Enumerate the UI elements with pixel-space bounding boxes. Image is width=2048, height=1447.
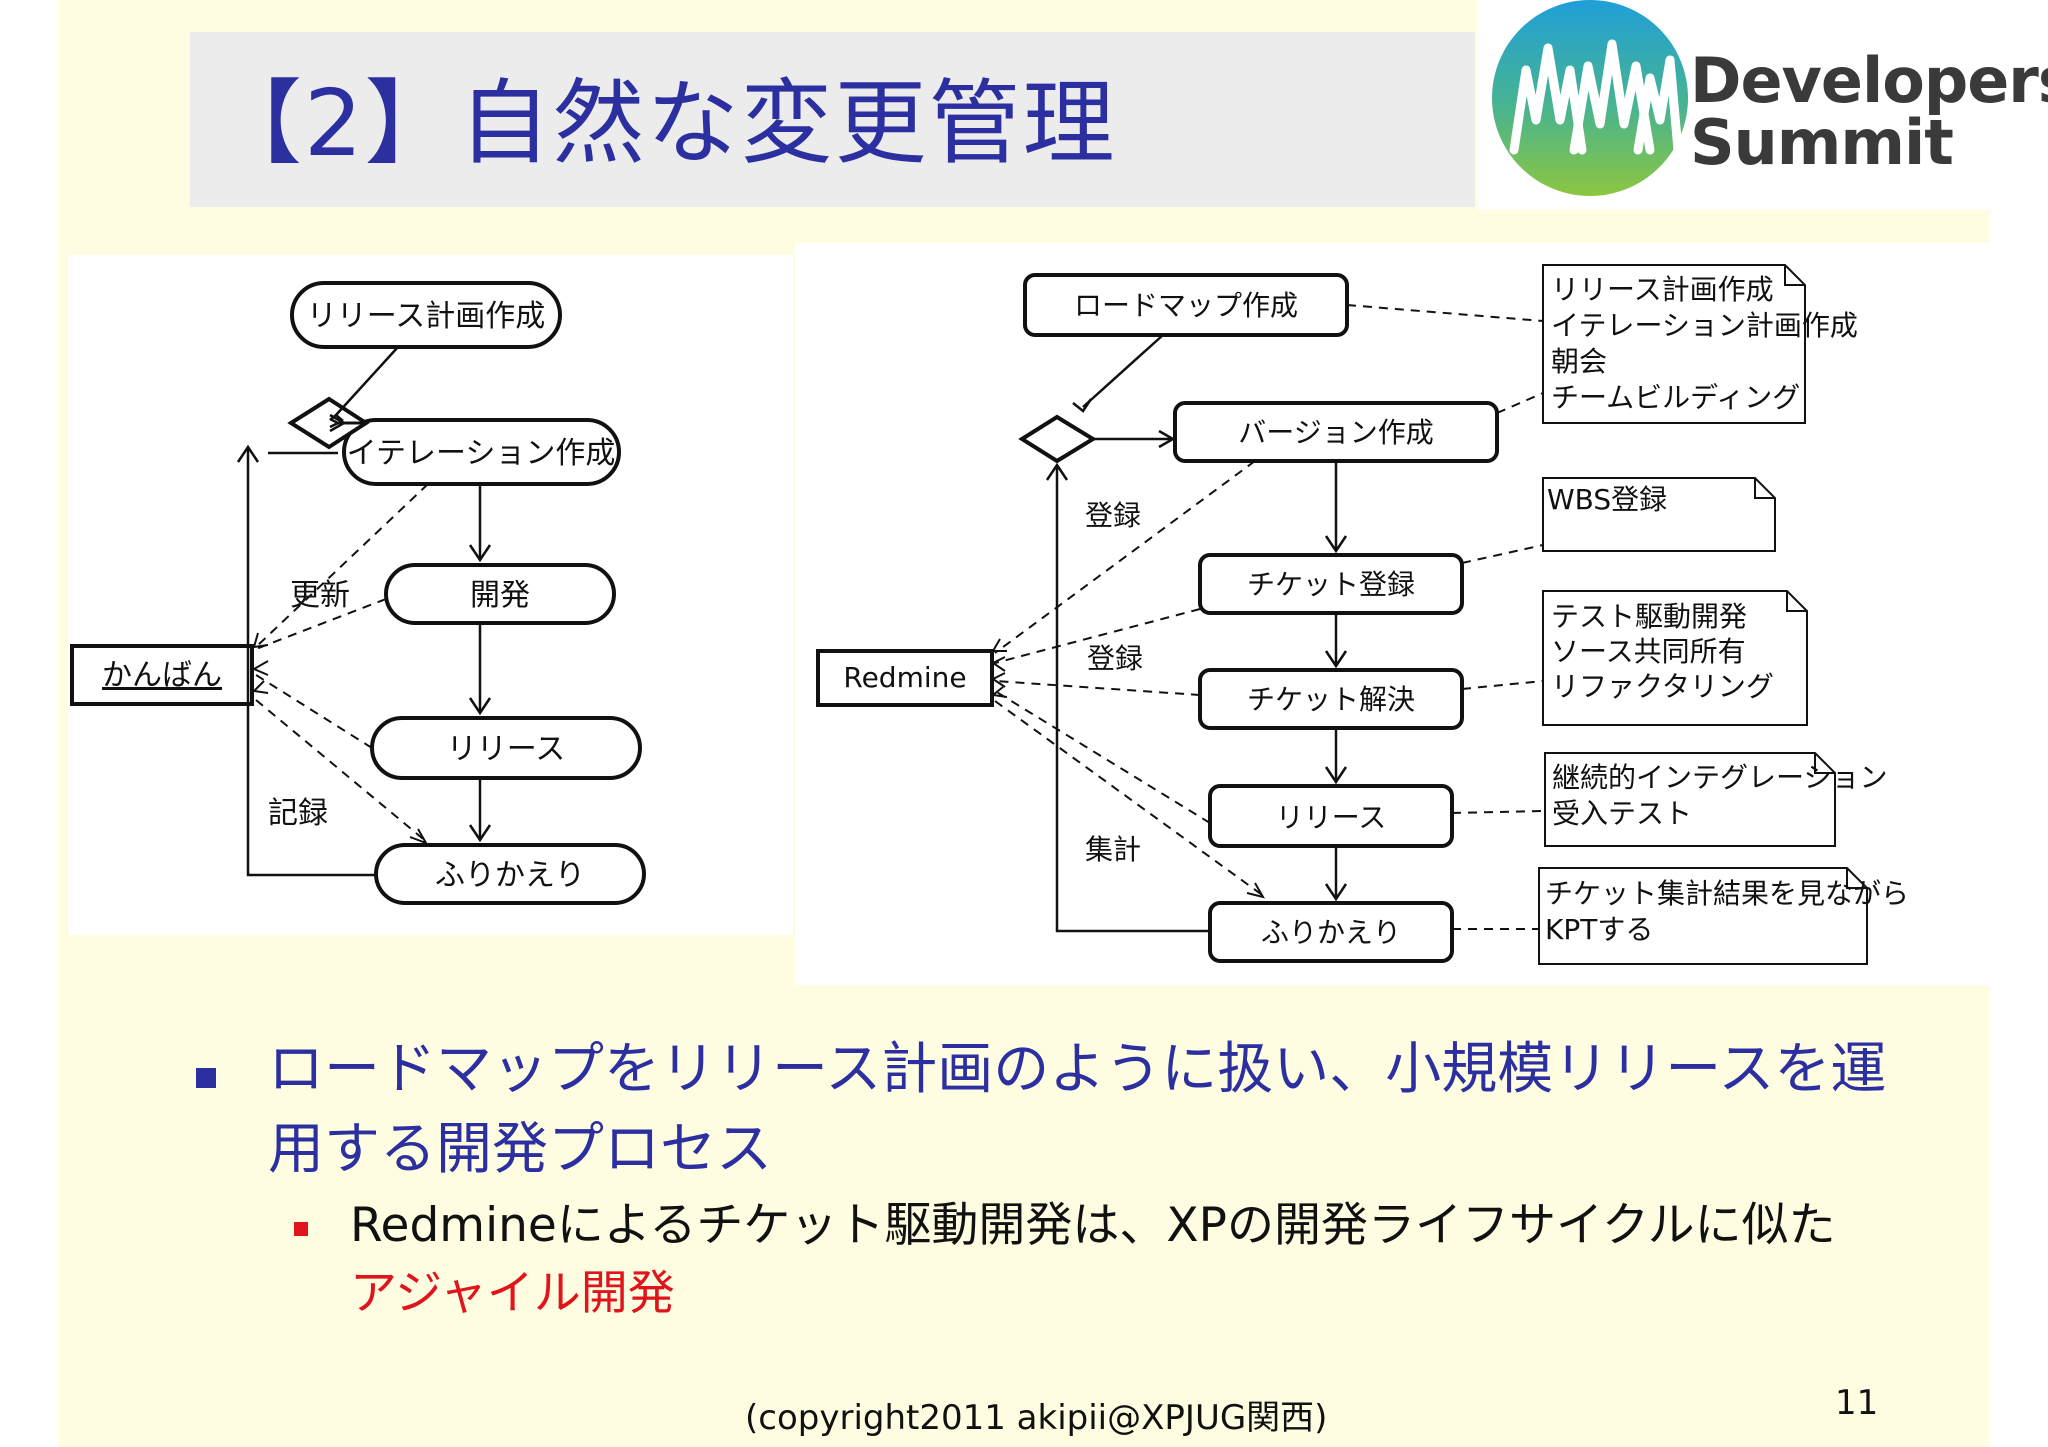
node-kanban: [70, 644, 254, 706]
label-register-2: 登録: [1087, 642, 1143, 675]
node-roadmap-label: ロードマップ作成: [1074, 289, 1298, 322]
note3-line3: リファクタリング: [1551, 670, 1774, 703]
right-activity-diagram: ロードマップ作成 バージョン作成 チケット登録 チケット解決 リリース ふりかえ…: [795, 243, 1990, 985]
bullet-sub: Redmineによるチケット駆動開発は、XPの開発ライフサイクルに似たアジャイル…: [350, 1192, 1950, 1328]
note1-line1: リリース計画作成: [1551, 273, 1774, 306]
node-ticket-reg-label: チケット登録: [1247, 568, 1415, 601]
node-release-r: [1208, 784, 1454, 848]
node-dev: [384, 563, 616, 625]
node-retro-label: ふりかえり: [435, 858, 585, 893]
node-release-r-label: リリース: [1276, 801, 1387, 834]
label-register-1: 登録: [1085, 499, 1141, 532]
note1-line2: イテレーション計画作成: [1551, 309, 1858, 342]
note4-line2: 受入テスト: [1552, 797, 1692, 830]
node-redmine-label: Redmine: [843, 661, 966, 694]
node-ticket-reg: [1198, 553, 1464, 615]
note5-line1: チケット集計結果を見ながら: [1545, 877, 1909, 910]
note-2: [1542, 477, 1776, 552]
node-ticket-res-label: チケット解決: [1247, 683, 1415, 716]
label-update: 更新: [290, 578, 350, 613]
note-5: [1538, 867, 1868, 965]
bullet-sub-text: Redmineによるチケット駆動開発は、XPの開発ライフサイクルに似た: [350, 1198, 1836, 1253]
node-dev-label: 開発: [470, 578, 530, 613]
page-number: 11: [1835, 1383, 1879, 1423]
node-version-label: バージョン作成: [1238, 416, 1433, 449]
note-4: [1544, 752, 1836, 847]
bullet-square-icon: [196, 1068, 216, 1088]
logo-text-line2: Summit: [1690, 106, 1954, 179]
node-redmine: [816, 649, 994, 707]
logo-emblem-icon: [1492, 0, 1688, 196]
note-3: [1542, 590, 1808, 726]
node-release-label: リリース: [447, 732, 566, 767]
bullet-sub-accent: アジャイル開発: [350, 1266, 675, 1321]
bullet-main: ロードマップをリリース計画のように扱い、小規模リリースを運用する開発プロセス: [268, 1037, 1887, 1182]
node-ticket-res: [1198, 668, 1464, 730]
right-diagram-svg: ロードマップ作成 バージョン作成 チケット登録 チケット解決 リリース ふりかえ…: [816, 264, 1909, 965]
node-kanban-label: かんばん: [102, 658, 222, 693]
note3-line1: テスト駆動開発: [1551, 600, 1747, 633]
title-bar: [190, 32, 1475, 207]
node-retro-r-label: ふりかえり: [1261, 916, 1401, 949]
node-iteration-label: イテレーション作成: [347, 436, 616, 471]
slide-title: 【2】自然な変更管理: [210, 70, 1117, 177]
left-activity-diagram: リリース計画作成 イテレーション作成 開発 リリース ふりかえり かんばん 更新…: [68, 255, 793, 935]
label-aggregate: 集計: [1085, 833, 1141, 866]
developers-summit-logo: [1478, 0, 1998, 210]
node-release-plan-label: リリース計画作成: [307, 299, 546, 334]
note4-line1: 継続的インテグレーション: [1552, 761, 1887, 794]
label-record: 記録: [268, 796, 328, 831]
note5-line2: KPTする: [1545, 913, 1653, 946]
footer-copyright: (copyright2011 akipii@XPJUG関西): [745, 1398, 1328, 1438]
note3-line2: ソース共同所有: [1551, 635, 1746, 668]
node-iteration: [342, 418, 621, 486]
decision-diamond-r: [1018, 414, 1097, 464]
notes-group: [1538, 264, 1868, 965]
node-release-plan: [290, 281, 562, 349]
note1-line3: 朝会: [1551, 345, 1607, 378]
note2-line1: WBS登録: [1547, 483, 1667, 516]
left-diagram-svg: リリース計画作成 イテレーション作成 開発 リリース ふりかえり かんばん 更新…: [70, 281, 646, 905]
sub-bullet-square-icon: [294, 1222, 308, 1236]
logo-text-line1: Developers: [1690, 44, 2048, 117]
note1-line4: チームビルディング: [1551, 381, 1800, 414]
note-1: [1542, 264, 1806, 424]
